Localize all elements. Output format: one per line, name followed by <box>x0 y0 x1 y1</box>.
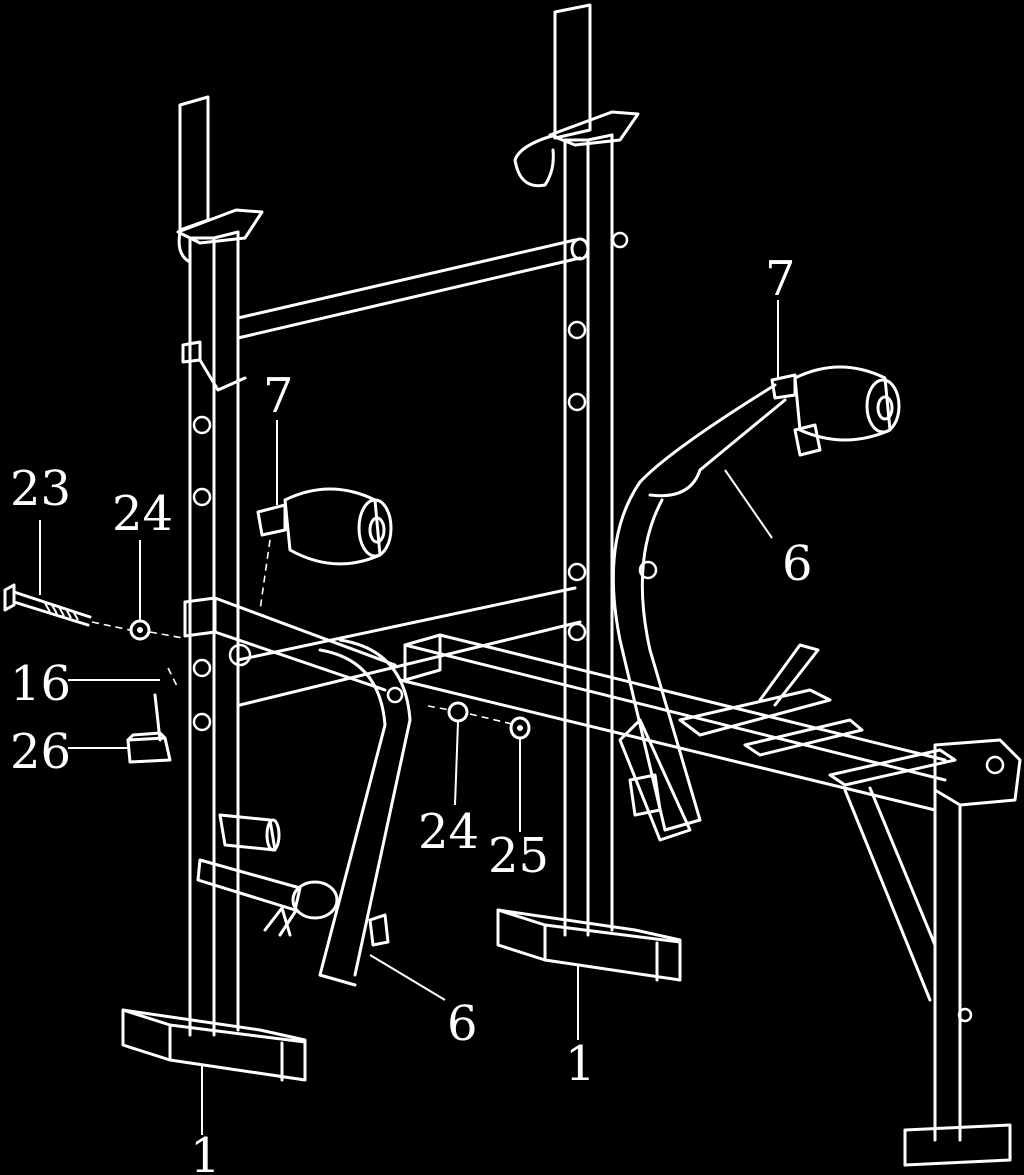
left-leg-roller-upper <box>256 487 393 611</box>
bench-rail <box>398 633 957 842</box>
part-24-washer-center <box>427 701 513 725</box>
callout-7-left: 7 <box>263 368 294 424</box>
callout-16: 16 <box>10 656 71 712</box>
left-curved-arm <box>318 638 412 987</box>
callout-24-left: 24 <box>112 486 173 542</box>
right-curved-arm <box>611 383 787 832</box>
callout-7-right: 7 <box>765 251 796 307</box>
front-leg <box>843 738 1022 1167</box>
callout-6-right: 6 <box>782 536 813 592</box>
left-leg-roller-lower <box>196 813 390 947</box>
upper-crossbar <box>236 237 590 340</box>
callout-23: 23 <box>10 461 71 517</box>
left-upright-post <box>176 95 264 1037</box>
part-26-knob <box>126 731 172 764</box>
right-upright-post <box>513 3 640 937</box>
part-23-bolt <box>3 583 131 631</box>
callout-24-center: 24 <box>418 804 479 860</box>
center-foot-base <box>496 908 682 982</box>
callout-25: 25 <box>488 828 549 884</box>
middle-frame-bars <box>183 586 582 707</box>
callout-1-left: 1 <box>190 1128 221 1175</box>
leader-lines <box>39 300 779 1135</box>
part-25-nut <box>509 716 531 740</box>
part-16-pin <box>153 667 179 742</box>
callout-26: 26 <box>10 724 71 780</box>
left-foot-base <box>121 1008 307 1082</box>
part-24-washer-left <box>129 619 184 641</box>
callout-6-bottom: 6 <box>447 996 478 1052</box>
right-leg-roller-upper <box>770 365 901 457</box>
callout-1-center: 1 <box>565 1036 596 1092</box>
